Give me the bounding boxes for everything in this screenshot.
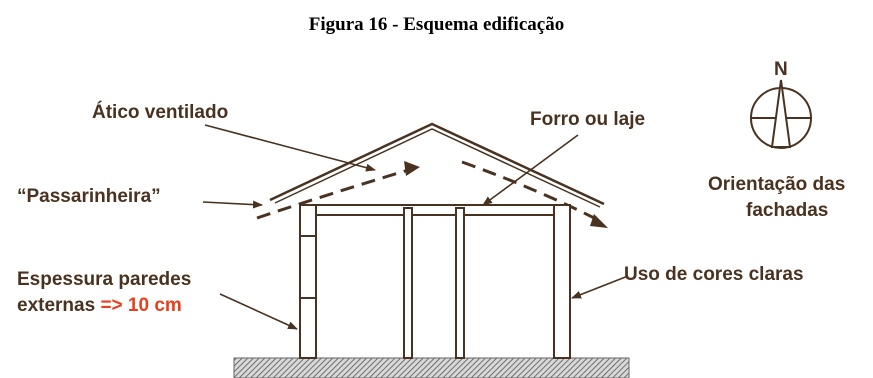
attic-arrow (204, 124, 376, 172)
ventilation-flow (256, 160, 603, 224)
roof (269, 122, 605, 208)
eave-label: “Passarinheira” (17, 186, 161, 207)
ceiling-arrow (482, 134, 579, 206)
north-label: N (774, 59, 788, 80)
leader-arrows (202, 124, 629, 330)
building-frame (299, 204, 571, 359)
light-colors-label: Uso de cores claras (624, 264, 804, 285)
wall-arrow (219, 293, 298, 330)
flow-arrowhead-left (404, 161, 420, 176)
attic-label: Ático ventilado (92, 101, 228, 123)
wall-thickness-label: Espessura paredes (17, 269, 191, 290)
flow-arrowhead-right (590, 214, 608, 228)
colors-arrow (571, 275, 629, 299)
eave-arrow (202, 200, 263, 209)
figure-title: Figura 16 - Esquema edificação (308, 14, 565, 35)
orientation-label: Orientação das (708, 174, 845, 195)
ground-slab (233, 357, 630, 378)
compass-icon (750, 79, 812, 149)
wall-thickness-label-line2: externas => 10 cm (17, 295, 182, 316)
orientation-label-line2: fachadas (746, 200, 828, 221)
ceiling-label: Forro ou laje (530, 109, 645, 130)
